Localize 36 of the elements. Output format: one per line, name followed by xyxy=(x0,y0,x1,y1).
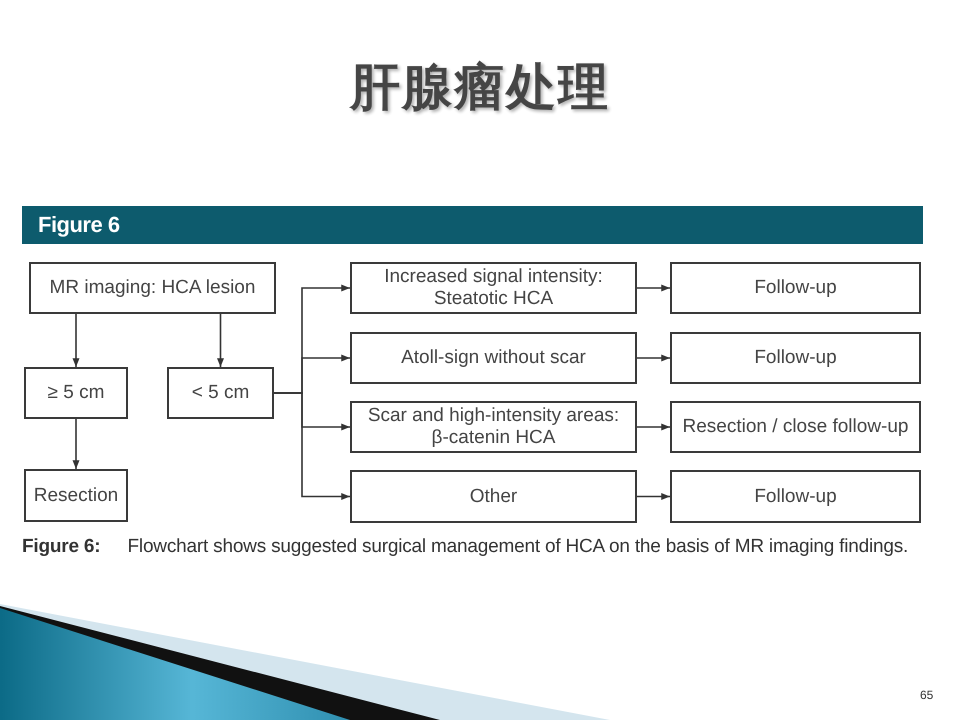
process-box xyxy=(29,262,276,314)
process-box xyxy=(670,470,921,523)
process-box xyxy=(350,470,637,523)
box-label: Resection / close follow-up xyxy=(682,416,908,438)
box-label: Resection xyxy=(34,484,118,506)
process-box xyxy=(670,332,921,384)
box-label: Increased signal intensity: Steatotic HCA xyxy=(383,266,604,310)
arrow xyxy=(274,392,350,500)
page-number: 65 xyxy=(920,688,934,702)
box-label: Follow-up xyxy=(754,486,837,508)
arrow xyxy=(72,419,80,469)
box-label: ≥ 5 cm xyxy=(48,382,104,404)
arrow xyxy=(637,284,670,292)
arrow xyxy=(217,314,224,367)
arrow xyxy=(637,354,670,362)
box-label: Atoll-sign without scar xyxy=(401,347,586,369)
process-box xyxy=(350,401,637,453)
figure-label: Figure 6 xyxy=(38,212,120,238)
process-box xyxy=(670,262,921,314)
process-box xyxy=(350,332,637,384)
process-box xyxy=(24,367,128,419)
box-label: Follow-up xyxy=(754,347,837,369)
figure-caption: Figure 6: Flowchart shows suggested surgical management of HCA on the basis of MR imaging findings. xyxy=(22,536,908,558)
arrow xyxy=(72,314,80,367)
box-label: Follow-up xyxy=(754,277,837,299)
box-label: < 5 cm xyxy=(192,382,250,404)
box-label: MR imaging: HCA lesion xyxy=(50,277,256,299)
box-label: Other xyxy=(470,486,518,508)
arrow xyxy=(637,493,670,500)
process-box xyxy=(670,401,921,453)
arrow xyxy=(637,424,670,430)
box-label: Scar and high-intensity areas: β-catenin HCA xyxy=(368,405,620,449)
slide-title: 肝腺瘤处理 xyxy=(350,58,610,116)
process-box xyxy=(167,367,274,419)
process-box xyxy=(24,469,128,522)
process-box xyxy=(350,262,637,314)
